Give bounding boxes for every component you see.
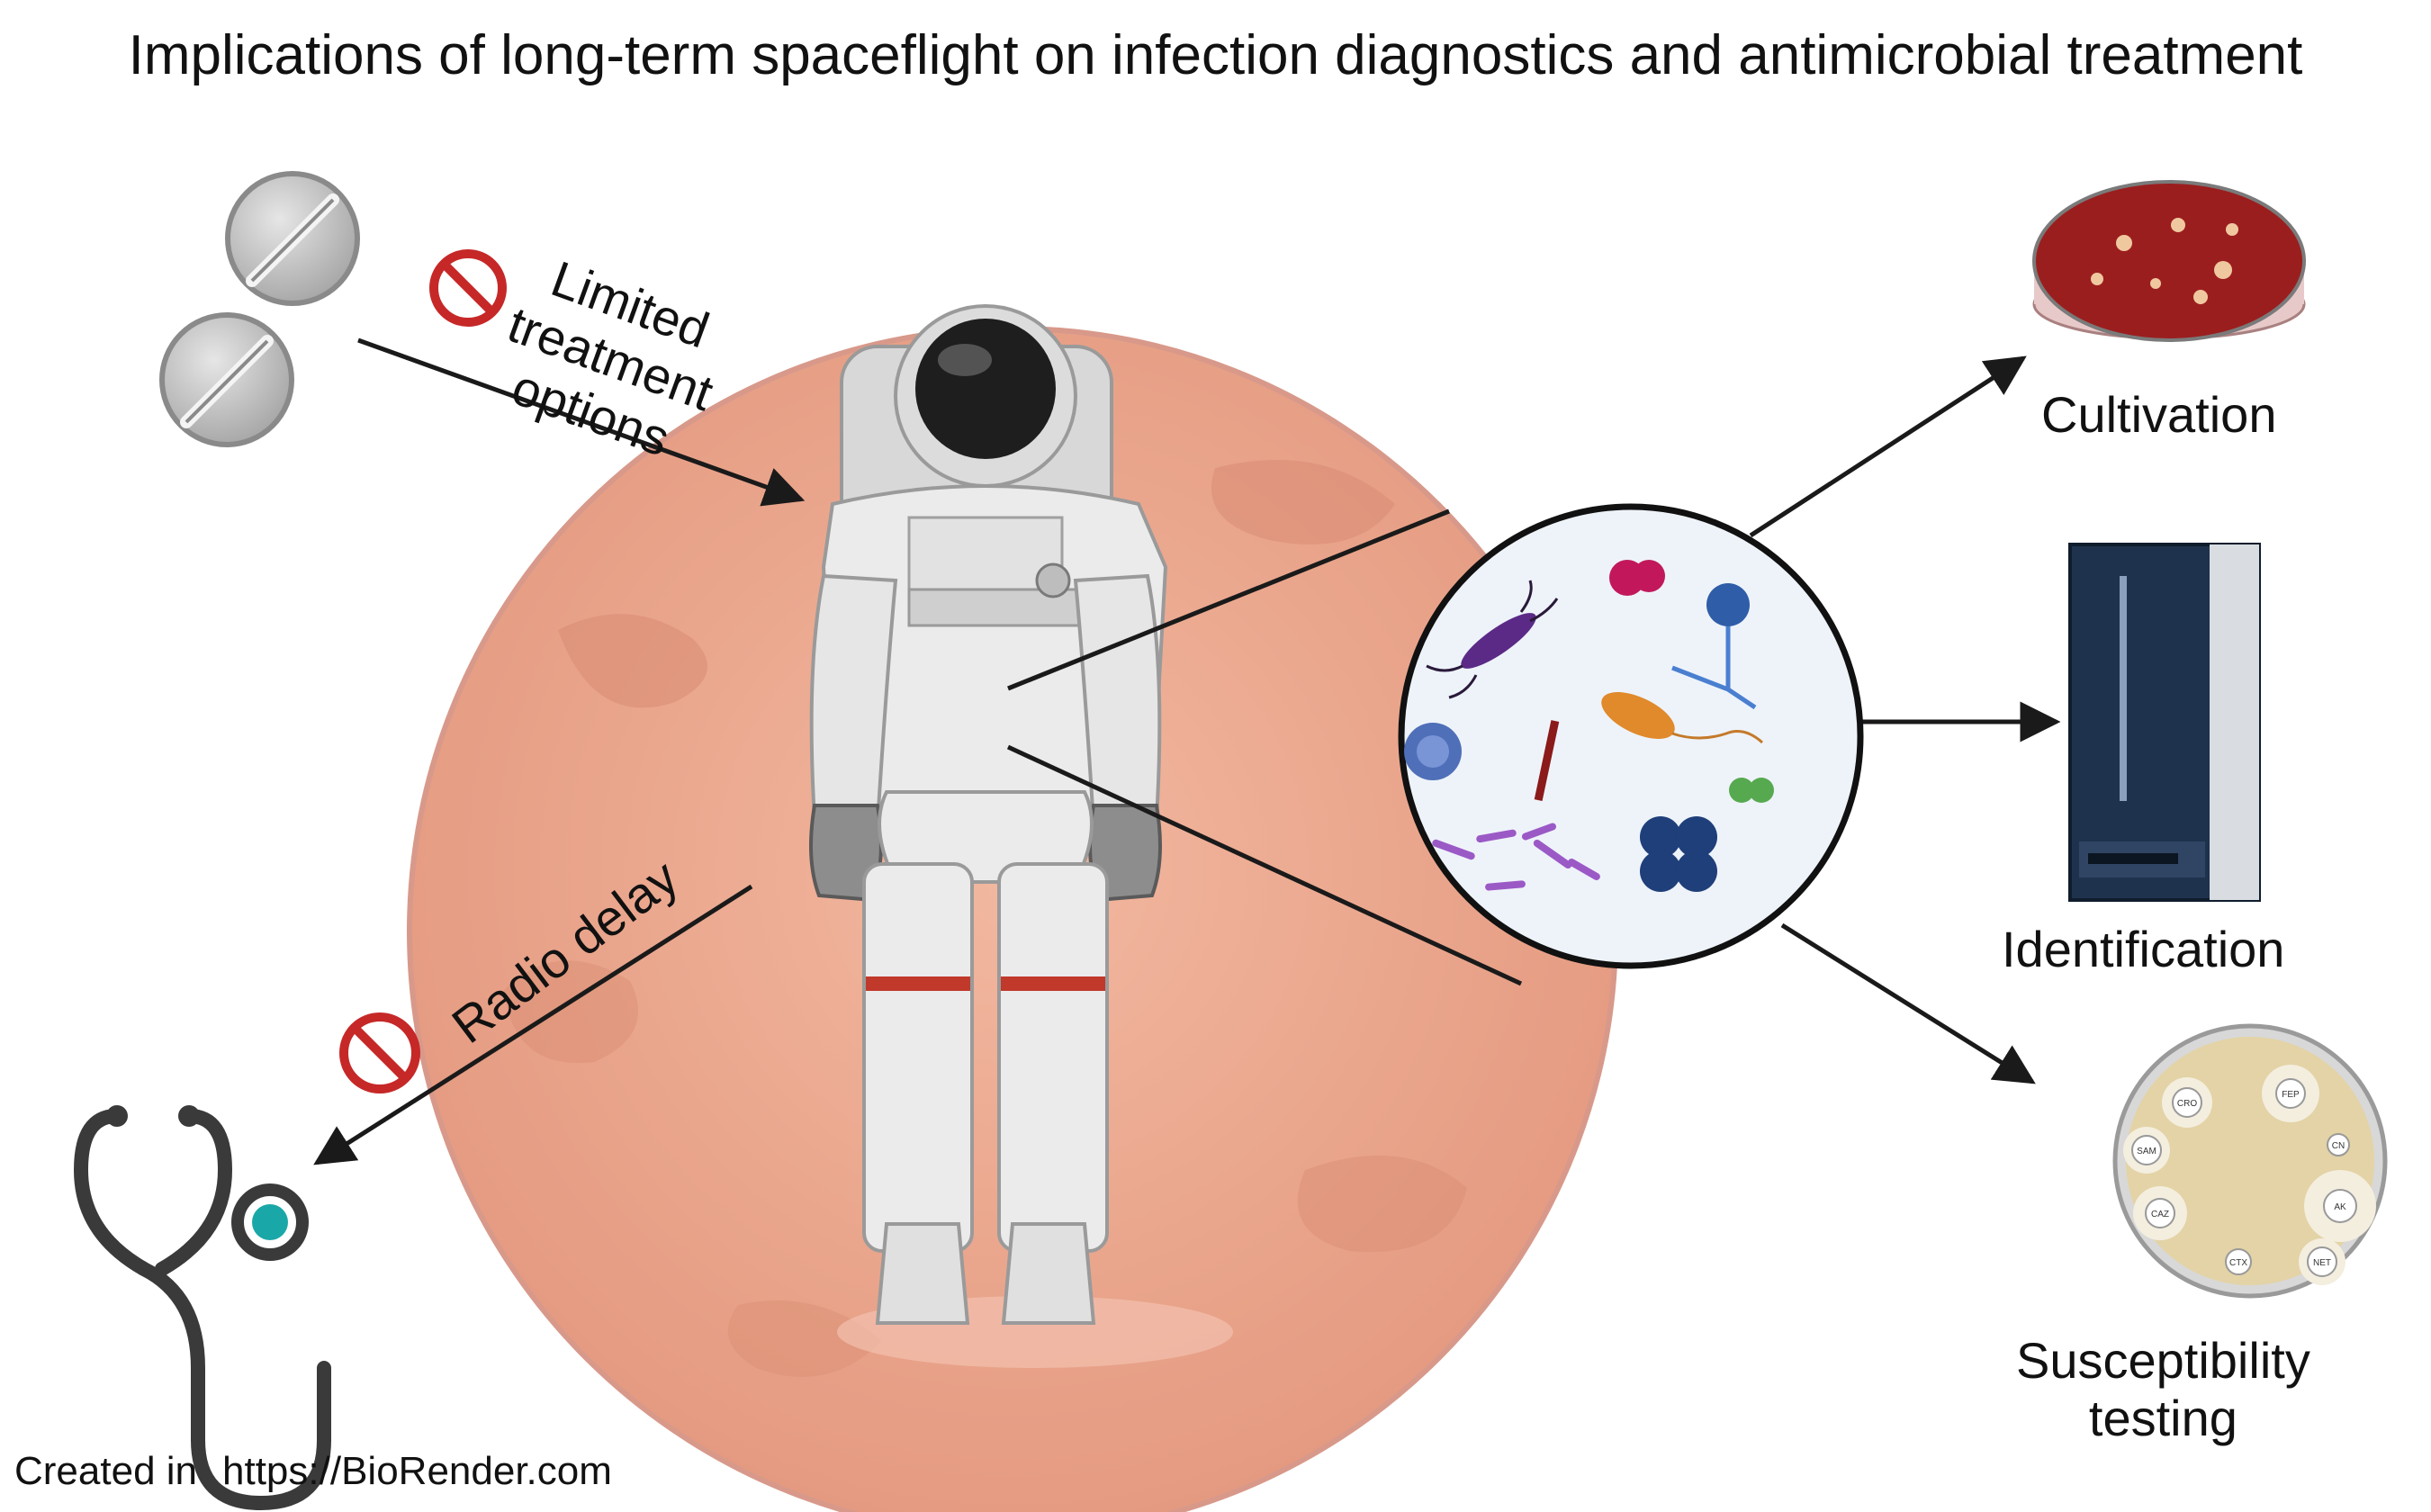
microbes-icon: [1398, 503, 1864, 969]
diagram-title: Implications of long-term spaceflight on…: [128, 24, 2303, 86]
arrow-pills-to-astronaut: [357, 338, 806, 507]
pill-icon: [159, 171, 360, 447]
disk-label: CRO: [2177, 1099, 2197, 1109]
disk-label: CTX: [2229, 1258, 2247, 1268]
zoom-line-lower: [1006, 744, 1523, 986]
prohibited-icon: [429, 249, 507, 327]
disk-label: FEP: [2282, 1090, 2300, 1100]
footer-url[interactable]: https://BioRender.com: [222, 1449, 612, 1493]
stethoscope-icon: [73, 1105, 331, 1511]
disk-label: SAM: [2137, 1147, 2156, 1156]
susceptibility-line2: testing: [2088, 1390, 2237, 1446]
disk-label: CAZ: [2151, 1210, 2169, 1220]
mass-spectrometer-icon: [2068, 543, 2261, 902]
footer-created: Created in: [14, 1449, 198, 1493]
cultivation-label: Cultivation: [2041, 386, 2277, 443]
disk-label: CN: [2332, 1141, 2345, 1151]
astronaut-icon: [809, 304, 1168, 1325]
susceptibility-label: Susceptibility testing: [2016, 1332, 2310, 1447]
identification-label: Identification: [2002, 921, 2285, 977]
petri-dish-icon: [2032, 180, 2306, 342]
arrow-to-susceptibility: [1780, 922, 2036, 1084]
antibiogram-plate-icon: CRO FEP CN SAM AK CAZ CTX NET: [2112, 1023, 2388, 1299]
zoom-line-upper: [1007, 508, 1450, 691]
susceptibility-line1: Susceptibility: [2016, 1332, 2310, 1389]
footer-credit: Created in https://BioRender.com: [14, 1449, 637, 1494]
disk-label: NET: [2313, 1258, 2331, 1268]
disk-label: AK: [2334, 1202, 2346, 1212]
arrow-astronaut-to-doctor: [313, 884, 753, 1166]
prohibited-icon: [339, 1012, 420, 1094]
arrow-to-cultivation: [1749, 356, 2027, 538]
